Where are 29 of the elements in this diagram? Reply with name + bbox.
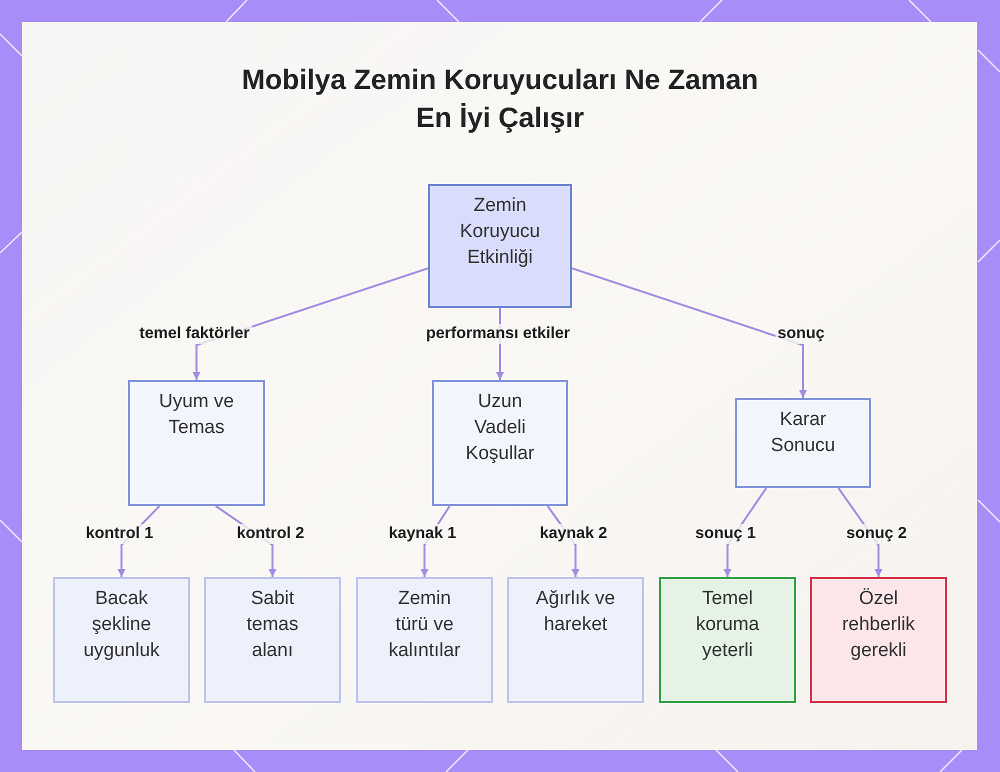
edge-label: sonuç 2: [844, 524, 909, 544]
edge-label: kaynak 1: [386, 524, 458, 544]
node-text: Temel koruma yeterli: [694, 587, 760, 663]
process-box: [428, 184, 572, 308]
node-text: Özel rehberlik gerekli: [841, 587, 916, 663]
edge-label: sonuç 1: [693, 524, 758, 544]
node-text: Ağırlık ve hareket: [534, 587, 616, 637]
title: Mobilya Zemin Koruyucuları Ne Zaman En İyi Çalışır: [240, 63, 760, 135]
edge-label: kontrol 1: [84, 524, 156, 544]
node-text: Uzun Vadeli Koşullar: [464, 390, 536, 466]
edge-label: kontrol 2: [234, 524, 306, 544]
process-box: [810, 577, 947, 703]
node-text: Zemin Koruyucu Etkinliği: [458, 194, 542, 270]
process-box: [507, 577, 644, 703]
process-box: [53, 577, 190, 703]
node-text: Uyum ve Temas: [158, 390, 235, 440]
process-box: [204, 577, 341, 703]
node-text: Zemin türü ve kalıntılar: [388, 587, 462, 663]
process-box: [735, 398, 871, 488]
node-text: Karar Sonucu: [770, 408, 836, 458]
node-text: Sabit temas alanı: [246, 587, 300, 663]
process-box: [659, 577, 796, 703]
node-text: Bacak şekline uygunluk: [82, 587, 161, 663]
process-box: [356, 577, 493, 703]
connector-arrow: [572, 267, 807, 398]
process-box: [128, 380, 265, 506]
process-box: [432, 380, 568, 506]
edge-label: temel faktörler: [137, 324, 252, 344]
edge-label: kaynak 2: [538, 524, 610, 544]
